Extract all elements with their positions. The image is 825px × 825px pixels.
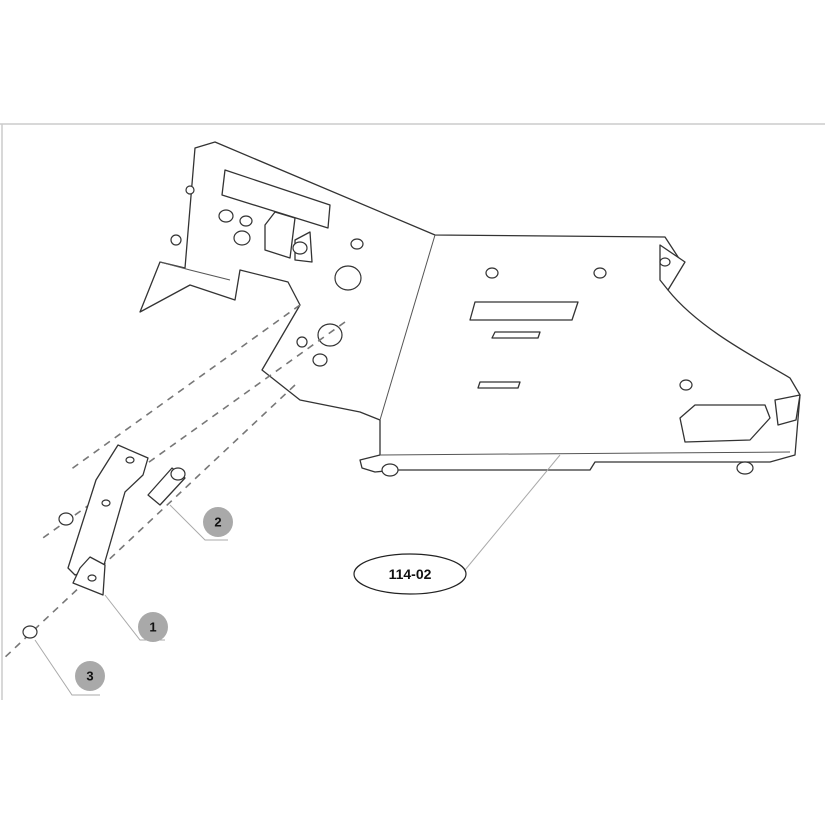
- part-number-1: 1: [149, 620, 156, 635]
- balloon-part-2: 2: [203, 507, 233, 537]
- leader-line-3: [34, 639, 100, 696]
- assembly-number: 114-02: [389, 566, 432, 582]
- balloon-part-3: 3: [75, 661, 105, 691]
- explode-line: [69, 304, 301, 471]
- part-3-washer: [22, 625, 38, 639]
- explode-line: [39, 321, 346, 541]
- leader-line-assembly: [464, 454, 561, 571]
- leader-line-2: [169, 504, 228, 541]
- main-plate-assembly: [139, 141, 801, 477]
- part-1-bracket: [67, 444, 149, 596]
- part-number-2: 2: [214, 515, 221, 530]
- part-2-stud: [147, 467, 186, 506]
- washer: [58, 512, 74, 526]
- explode-line: [1, 384, 296, 661]
- part-number-3: 3: [86, 669, 93, 684]
- assembly-callout: 114-02: [353, 553, 467, 595]
- balloon-part-1: 1: [138, 612, 168, 642]
